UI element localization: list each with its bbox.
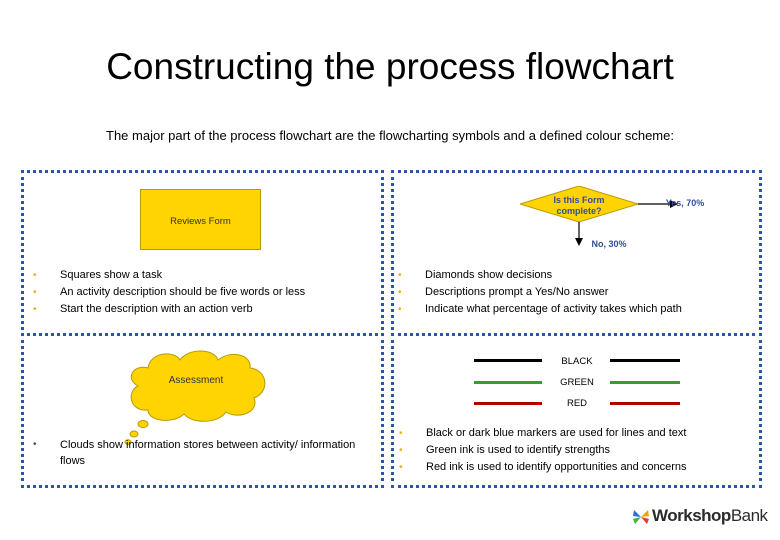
clouds-bullet-list: Clouds show information stores between a… (33, 437, 363, 469)
squares-bullet-list: Squares show a task An activity descript… (33, 267, 373, 318)
logo-text: WorkshopBank (652, 506, 768, 526)
diamond-label-line-1: Is this Form (553, 195, 605, 205)
black-line-left (474, 359, 542, 362)
no-arrowhead (575, 238, 583, 246)
task-square: Reviews Form (140, 189, 261, 250)
clouds-panel (21, 333, 384, 488)
decision-diagram (520, 186, 678, 246)
diamond-label: Is this Form complete? (544, 195, 614, 217)
markers-panel (391, 333, 762, 488)
logo-text-workshop: Workshop (652, 506, 731, 525)
yes-arrowhead (670, 200, 678, 208)
diamond-label-line-2: complete? (556, 206, 602, 216)
red-marker-label: RED (566, 398, 588, 409)
slide-title: Constructing the process flowchart (106, 46, 674, 87)
cloud-bubble (137, 420, 149, 428)
no-label: No, 30% (591, 239, 627, 249)
butterfly-icon (633, 510, 649, 524)
list-item: Red ink is used to identify opportunitie… (399, 459, 759, 476)
list-item: An activity description should be five w… (33, 284, 373, 301)
black-line-right (610, 359, 680, 362)
cloud-label: Assessment (168, 375, 224, 386)
black-marker-label: BLACK (561, 356, 593, 367)
green-marker-label: GREEN (560, 377, 594, 388)
list-item: Descriptions prompt a Yes/No answer (398, 284, 758, 301)
list-item: Green ink is used to identify strengths (399, 442, 759, 459)
list-item: Diamonds show decisions (398, 267, 758, 284)
green-line-left (474, 381, 542, 384)
slide-subtitle: The major part of the process flowchart … (106, 128, 674, 143)
list-item: Black or dark blue markers are used for … (399, 425, 759, 442)
red-line-right (610, 402, 680, 405)
list-item: Indicate what percentage of activity tak… (398, 301, 758, 318)
red-line-left (474, 402, 542, 405)
diamonds-bullet-list: Diamonds show decisions Descriptions pro… (398, 267, 758, 318)
list-item: Clouds show information stores between a… (33, 437, 363, 469)
cloud-body (130, 350, 266, 422)
list-item: Squares show a task (33, 267, 373, 284)
green-line-right (610, 381, 680, 384)
task-square-label: Reviews Form (170, 216, 231, 227)
logo-text-bank: Bank (730, 506, 768, 525)
list-item: Start the description with an action ver… (33, 301, 373, 318)
markers-bullet-list: Black or dark blue markers are used for … (399, 425, 759, 476)
workshopbank-logo: WorkshopBank (632, 506, 772, 528)
yes-label: Yes, 70% (665, 198, 705, 208)
